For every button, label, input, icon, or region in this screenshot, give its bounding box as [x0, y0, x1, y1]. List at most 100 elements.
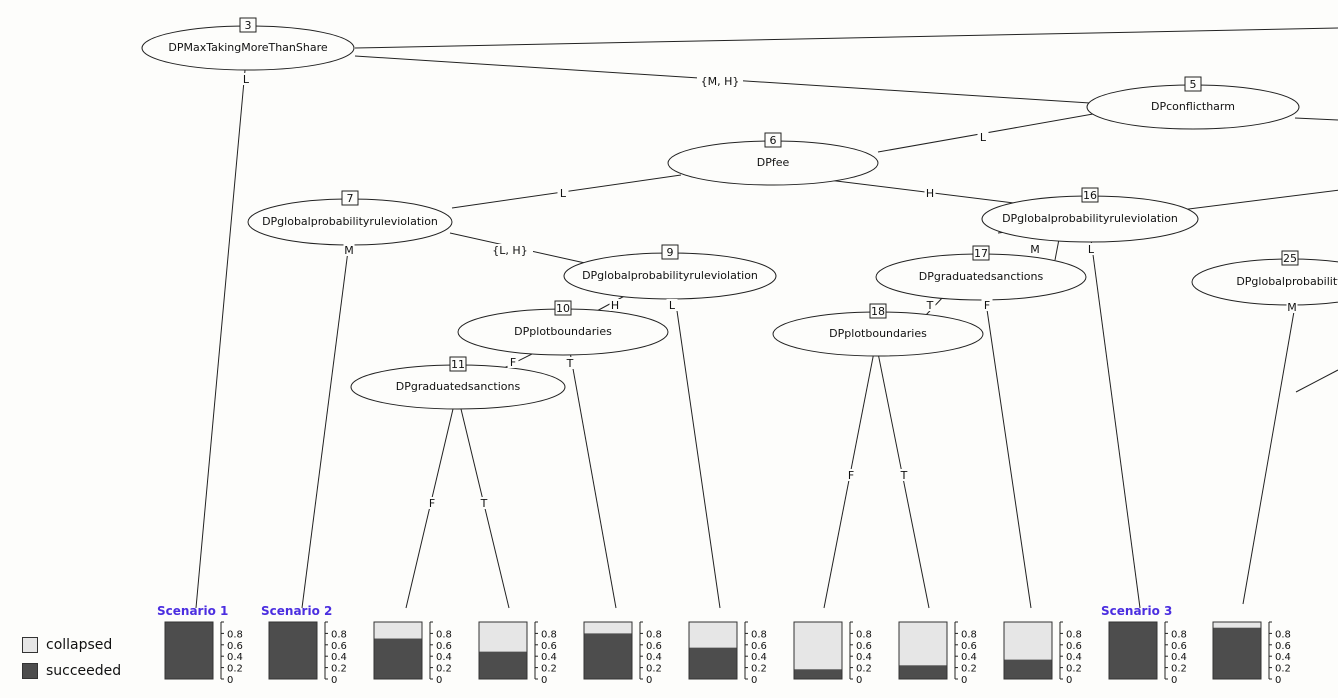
node-id: 6 — [770, 134, 777, 147]
leaf-3: 0.80.60.40.20 — [373, 621, 452, 686]
legend-collapsed: collapsed — [22, 636, 142, 656]
bar-tick-label: 0.4 — [436, 652, 452, 663]
bar-tick-label: 0.6 — [961, 641, 977, 652]
edge-0 — [354, 27, 1338, 49]
node-label: DPplotboundaries — [829, 327, 927, 340]
leaf-8: 0.80.60.40.20 — [898, 621, 977, 686]
edge-label: T — [900, 469, 908, 482]
node-label: DPglobalprobabilityruleviolation — [582, 269, 758, 282]
node-label: DPglobalprobabilityruleviolation — [1002, 212, 1178, 225]
edge-label-bg — [1286, 301, 1298, 313]
edge-label: F — [848, 469, 854, 482]
node-id: 10 — [556, 302, 570, 315]
bar-tick-label: 0.2 — [331, 664, 347, 675]
edge-label: F — [429, 497, 435, 510]
node-id-box — [972, 245, 990, 261]
node-id-box — [1281, 250, 1299, 266]
bar-tick-label: 0.4 — [1275, 652, 1291, 663]
bar-succeeded — [1213, 627, 1261, 679]
edge-label: T — [480, 497, 488, 510]
bar-tick-label: 0.2 — [1275, 664, 1291, 675]
bar-tick-label: 0.6 — [541, 641, 557, 652]
bar-tick-label: 0.6 — [1066, 641, 1082, 652]
bar-tick-label: 0 — [331, 675, 337, 686]
node-id: 25 — [1283, 252, 1297, 265]
edge-8 — [195, 69, 246, 609]
node-id-box — [239, 17, 257, 33]
bar-tick-label: 0 — [1066, 675, 1072, 686]
node-id-box — [1081, 187, 1099, 203]
bar-frame — [793, 621, 843, 680]
bar-succeeded — [1109, 622, 1157, 679]
bar-tick-label: 0.2 — [751, 664, 767, 675]
node-label: DPfee — [757, 156, 790, 169]
leaf-2: Scenario 20.80.60.40.20 — [261, 604, 347, 686]
edge-label: H — [926, 187, 934, 200]
legend-swatch-collapsed — [22, 637, 38, 653]
bar-frame — [688, 621, 738, 680]
bar-tick-label: 0.4 — [1171, 652, 1187, 663]
bar-succeeded — [374, 638, 422, 679]
node-label: DPgraduatedsanctions — [396, 380, 521, 393]
bar-tick-label: 0 — [227, 675, 233, 686]
leaf-1: Scenario 10.80.60.40.20 — [157, 604, 243, 686]
bar-succeeded — [899, 665, 947, 679]
leaf-4: 0.80.60.40.20 — [478, 621, 557, 686]
bar-tick-label: 0.6 — [331, 641, 347, 652]
bar-frame — [1212, 621, 1262, 680]
edge-label-bg — [845, 469, 857, 481]
bar-tick-label: 0.6 — [856, 641, 872, 652]
edge-label-bg — [1029, 243, 1041, 255]
bar-frame — [478, 621, 528, 680]
edge-19 — [1089, 231, 1141, 609]
bar-tick-label: 0.2 — [541, 664, 557, 675]
edge-13 — [569, 351, 617, 609]
legend-label-collapsed: collapsed — [46, 637, 113, 653]
bar-tick-label: 0 — [751, 675, 757, 686]
edge-18 — [984, 295, 1032, 609]
edge-label-bg — [981, 299, 993, 311]
edge-label-bg — [478, 497, 490, 509]
edge-label: L — [1088, 243, 1095, 256]
node-id-box — [764, 132, 782, 148]
legend-succeeded: succeeded — [22, 662, 142, 682]
bar-tick-label: 0.4 — [541, 652, 557, 663]
bar-tick-label: 0.4 — [856, 652, 872, 663]
bar-tick-label: 0.8 — [751, 629, 767, 640]
leaf-9: 0.80.60.40.20 — [1003, 621, 1082, 686]
node-id: 3 — [245, 19, 252, 32]
edge-label-bg — [1085, 243, 1097, 255]
edge-label-bg — [697, 75, 743, 87]
bar-tick-label: 0.2 — [227, 664, 243, 675]
bar-tick-label: 0 — [541, 675, 547, 686]
bar-succeeded — [584, 633, 632, 679]
leaf-10: Scenario 30.80.60.40.20 — [1101, 604, 1187, 686]
leaf-11: 0.80.60.40.20 — [1212, 621, 1291, 686]
edge-label: L — [980, 131, 987, 144]
legend-swatch-succeeded — [22, 663, 38, 679]
scenario-label: Scenario 1 — [157, 604, 228, 618]
bar-frame — [268, 621, 318, 680]
edge-label: F — [510, 356, 516, 369]
node-id-box — [341, 190, 359, 206]
edge-label: {L, H} — [492, 244, 527, 257]
bar-tick-label: 0.6 — [646, 641, 662, 652]
scenario-label: Scenario 2 — [261, 604, 332, 618]
edge-label-bg — [240, 73, 252, 85]
node-label: DPconflictharm — [1151, 100, 1235, 113]
bar-tick-label: 0.8 — [436, 629, 452, 640]
edge-2 — [1294, 117, 1338, 121]
edge-label-bg — [564, 357, 576, 369]
edge-label-bg — [487, 244, 533, 256]
edge-label: L — [669, 299, 676, 312]
bar-frame — [1108, 621, 1158, 680]
bar-succeeded — [165, 622, 213, 679]
edge-label: M — [1030, 243, 1040, 256]
